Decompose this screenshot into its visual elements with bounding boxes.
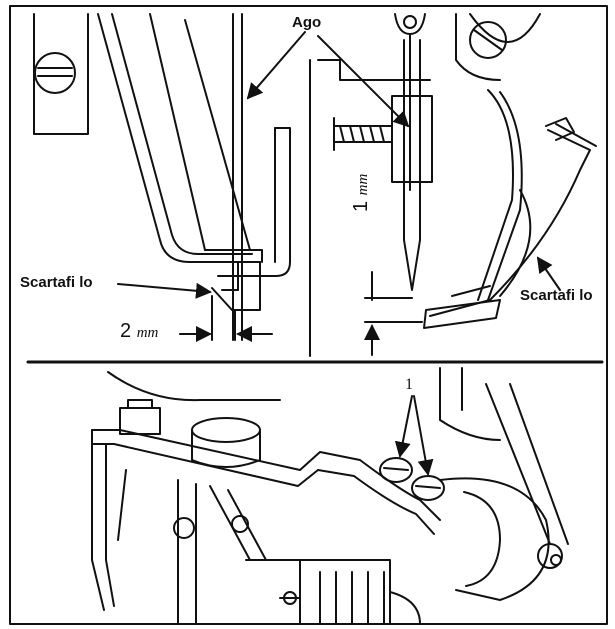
thread-trimmer-label-right: Scartafi lo: [520, 287, 593, 304]
dimension-2mm-unit: mm: [136, 325, 159, 341]
needle-label: Ago: [292, 14, 322, 31]
dimension-1mm-value: 1: [350, 200, 372, 212]
dimension-2mm: 2 mm: [120, 320, 158, 343]
dimension-1mm-unit: mm: [355, 173, 371, 196]
screw-pair: [379, 457, 445, 501]
callout-1: 1: [405, 376, 413, 393]
dimension-1mm: 1 mm: [350, 174, 373, 212]
dimension-2mm-value: 2: [120, 320, 132, 342]
figure-frame: [9, 5, 608, 625]
thread-trimmer-label-left: Scartafi lo: [20, 274, 93, 291]
top-left-detail: [33, 13, 291, 342]
bottom-detail: [91, 367, 569, 625]
top-right-detail: [317, 13, 597, 356]
